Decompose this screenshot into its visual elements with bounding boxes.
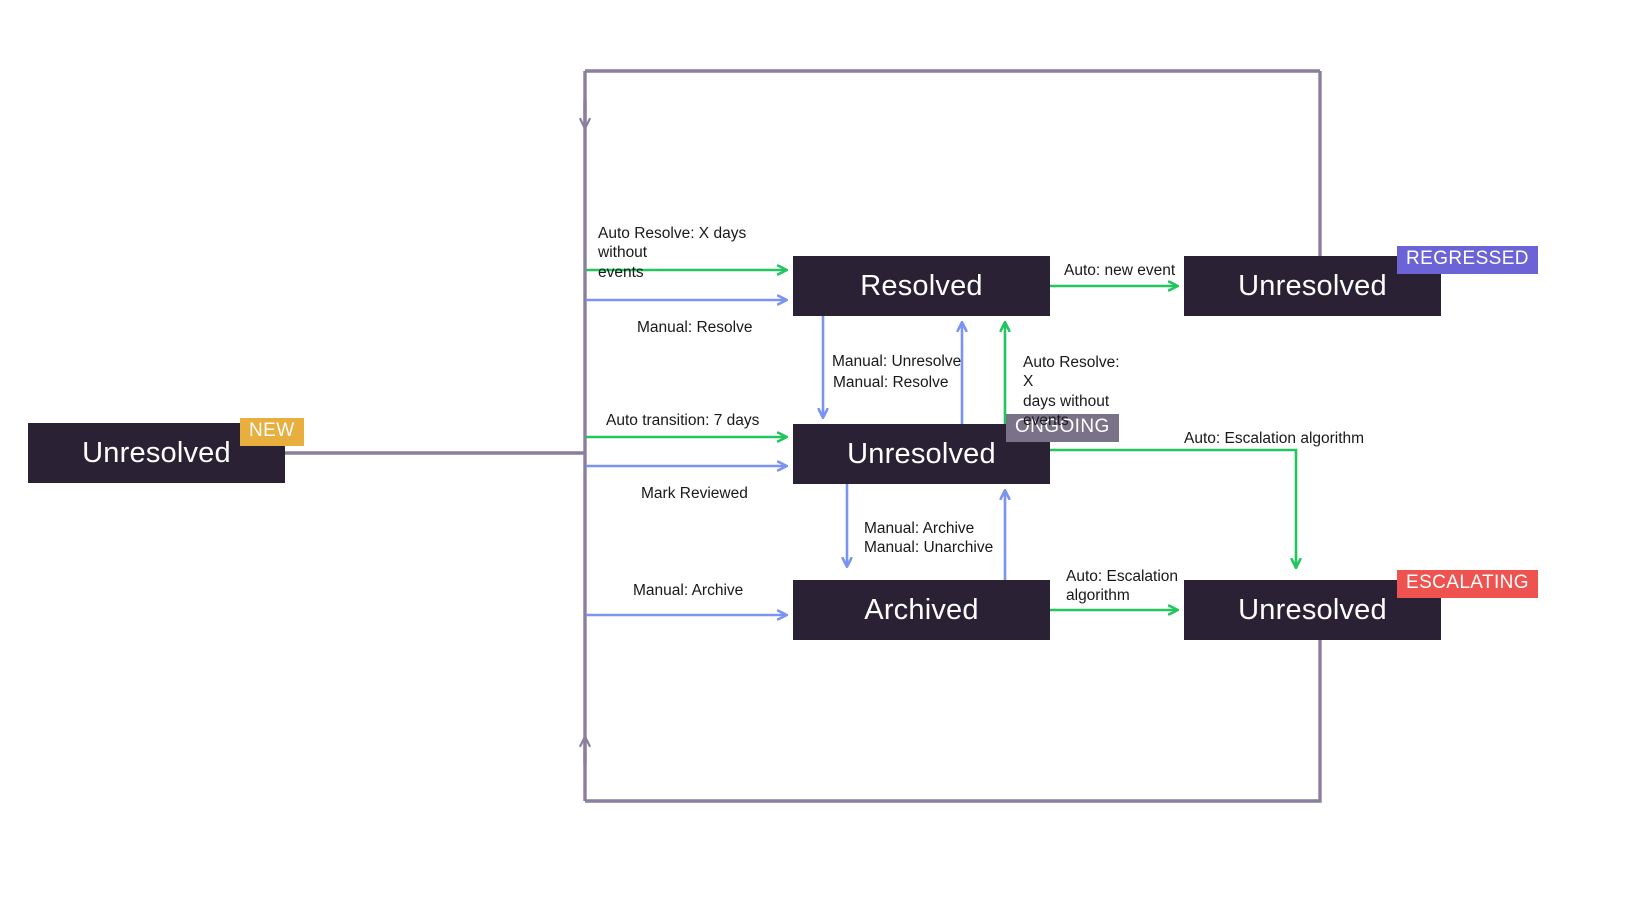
edge-label-mark-reviewed: Mark Reviewed xyxy=(641,485,748,502)
state-node-archived[interactable]: Archived xyxy=(793,580,1050,640)
edge-label-manual-resolve-in: Manual: Resolve xyxy=(637,319,753,336)
edge-escalating-return xyxy=(585,640,1322,803)
status-badge-escalating: ESCALATING xyxy=(1397,570,1538,598)
edge-label-auto-transition-7-days: Auto transition: 7 days xyxy=(606,412,760,429)
status-badge-regressed: REGRESSED xyxy=(1397,246,1538,274)
state-label: Archived xyxy=(864,593,979,626)
state-node-regressed-unresolved[interactable]: Unresolved xyxy=(1184,256,1441,316)
edge-label-auto-resolve-x-days-mid: Auto Resolve: X days without events xyxy=(1023,354,1120,430)
state-label: Unresolved xyxy=(82,436,231,469)
state-label: Unresolved xyxy=(1238,593,1387,626)
status-badge-new: NEW xyxy=(240,418,304,446)
edge-label-auto-new-event: Auto: new event xyxy=(1064,262,1176,279)
state-node-resolved[interactable]: Resolved xyxy=(793,256,1050,316)
edge-label-auto-resolve-x-days-top: Auto Resolve: X days without events xyxy=(598,225,747,281)
edge-label-auto-escalation-top: Auto: Escalation algorithm xyxy=(1184,430,1365,447)
edge-label-auto-escalation-bottom: Auto: Escalation algorithm xyxy=(1066,568,1179,605)
state-label: Unresolved xyxy=(847,437,996,470)
state-node-new-unresolved[interactable]: Unresolved xyxy=(28,423,285,483)
edge-label-manual-archive-unarchive: Manual: Archive Manual: Unarchive xyxy=(864,520,994,557)
edge-auto-escalation-top xyxy=(1050,448,1296,567)
edge-label-manual-resolve-up: Manual: Resolve xyxy=(833,374,949,391)
edge-label-manual-unresolve: Manual: Unresolve xyxy=(832,353,962,370)
state-label: Resolved xyxy=(860,269,983,302)
state-node-ongoing-unresolved[interactable]: Unresolved xyxy=(793,424,1050,484)
status-badge-ongoing: ONGOING xyxy=(1006,414,1119,442)
state-label: Unresolved xyxy=(1238,269,1387,302)
edge-label-manual-archive-in: Manual: Archive xyxy=(633,582,744,599)
